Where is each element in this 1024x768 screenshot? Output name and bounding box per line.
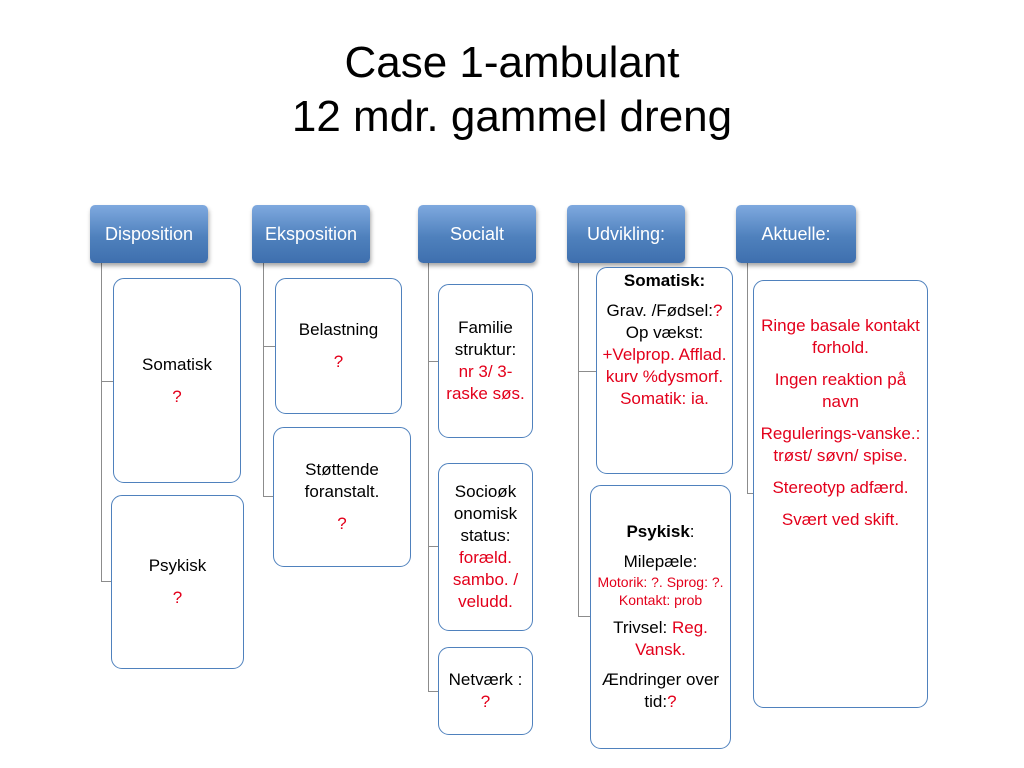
connector-udvikling-psykisk	[578, 616, 590, 617]
udv-grav-label: Grav. /Fødsel:	[606, 301, 713, 320]
connector-disposition-somatisk	[101, 381, 113, 382]
box-netvaerk: Netværk : ?	[438, 647, 533, 735]
header-socialt: Socialt	[418, 205, 536, 263]
udv-trivsel-value: Reg. Vansk.	[635, 618, 708, 659]
slide-title: Case 1-ambulant 12 mdr. gammel dreng	[0, 36, 1024, 144]
udv-grav-value: ?	[712, 301, 723, 320]
udv-trivsel-label: Trivsel:	[613, 618, 668, 637]
udv-aendringer: Ændringer over tid:?	[596, 669, 725, 713]
connector-eksposition-belastning	[263, 346, 275, 347]
header-eksposition: Eksposition	[252, 205, 370, 263]
connector-socialt-netvaerk	[428, 691, 438, 692]
connector-eksposition-stottende	[263, 496, 273, 497]
somatisk-label: Somatisk	[142, 354, 212, 374]
psykisk-value: ?	[172, 588, 183, 607]
box-stottende: Støttende foranstalt. ?	[273, 427, 411, 567]
connector-socialt-socio	[428, 546, 438, 547]
aktuelle-item: Regulerings-vanske.: trøst/ søvn/ spise.	[760, 424, 921, 465]
box-aktuelle: Ringe basale kontakt forhold. Ingen reak…	[753, 280, 928, 708]
netvaerk-label: Netværk :	[448, 670, 523, 689]
udv-milepaele-value: Motorik: ?. Sprog: ?. Kontakt: prob	[597, 574, 724, 608]
box-familie-struktur: Familie struktur: nr 3/ 3-raske søs.	[438, 284, 533, 438]
udv-somatisk-heading: Somatisk:	[623, 271, 706, 290]
netvaerk-value: ?	[480, 692, 491, 711]
stottende-label: Støttende foranstalt.	[304, 460, 380, 501]
udv-psykisk-heading-line: Psykisk:	[626, 521, 694, 543]
udv-psykisk-colon: :	[689, 522, 695, 541]
connector-udvikling-somatisk	[578, 371, 596, 372]
box-psykisk: Psykisk ?	[111, 495, 244, 669]
aktuelle-item: Ingen reaktion på navn	[774, 370, 907, 411]
header-udvikling: Udvikling:	[567, 205, 685, 263]
connector-disposition	[101, 263, 102, 581]
belastning-label: Belastning	[298, 320, 379, 339]
netvaerk-text: Netværk : ?	[444, 669, 527, 713]
udv-aendringer-label: Ændringer over tid:	[601, 670, 720, 711]
title-line-2: 12 mdr. gammel dreng	[291, 92, 733, 141]
familie-value: nr 3/ 3-raske søs.	[446, 362, 525, 403]
psykisk-label: Psykisk	[148, 556, 207, 575]
header-aktuelle: Aktuelle:	[736, 205, 856, 263]
udv-aendringer-value: ?	[667, 692, 677, 711]
title-line-1: Case 1-ambulant	[344, 38, 680, 87]
belastning-value: ?	[333, 352, 344, 371]
socio-label: Socioøk onomisk status:	[453, 482, 518, 545]
connector-socialt-familie	[428, 361, 438, 362]
udv-trivsel: Trivsel: Reg. Vansk.	[596, 617, 725, 661]
somatisk-value: ?	[172, 386, 182, 406]
udv-vaekst-label: Op vækst:	[625, 323, 704, 342]
stottende-value: ?	[337, 514, 347, 533]
box-belastning: Belastning ?	[275, 278, 402, 414]
box-somatisk: Somatisk ?	[113, 278, 241, 483]
header-disposition: Disposition	[90, 205, 208, 263]
socio-value: foræld. sambo. / veludd.	[452, 548, 519, 611]
connector-aktuelle-box	[747, 493, 753, 494]
box-udvikling-somatisk: Somatisk: Grav. /Fødsel:? Op vækst: +Velp…	[596, 267, 733, 474]
aktuelle-item: Stereotyp adfærd.	[772, 478, 909, 497]
box-udvikling-psykisk: Psykisk: Milepæle: Motorik: ?. Sprog: ?.…	[590, 485, 731, 749]
aktuelle-item: Ringe basale kontakt forhold.	[761, 316, 920, 357]
connector-socialt	[428, 263, 429, 691]
udv-somatik: Somatik: ia.	[620, 389, 709, 408]
udv-psykisk-heading: Psykisk	[626, 522, 690, 541]
aktuelle-item: Svært ved skift.	[781, 510, 900, 529]
box-socio-status: Socioøk onomisk status: foræld. sambo. /…	[438, 463, 533, 631]
familie-label: Familie struktur:	[454, 318, 517, 359]
udv-vaekst-value: +Velprop. Afflad. kurv %dysmorf.	[602, 345, 727, 386]
udv-grav: Grav. /Fødsel:? Op vækst:	[602, 300, 727, 344]
connector-disposition-psykisk	[101, 581, 111, 582]
connector-eksposition	[263, 263, 264, 496]
connector-udvikling	[578, 263, 579, 616]
connector-aktuelle	[747, 263, 748, 493]
udv-milepaele-label: Milepæle:	[623, 552, 698, 571]
